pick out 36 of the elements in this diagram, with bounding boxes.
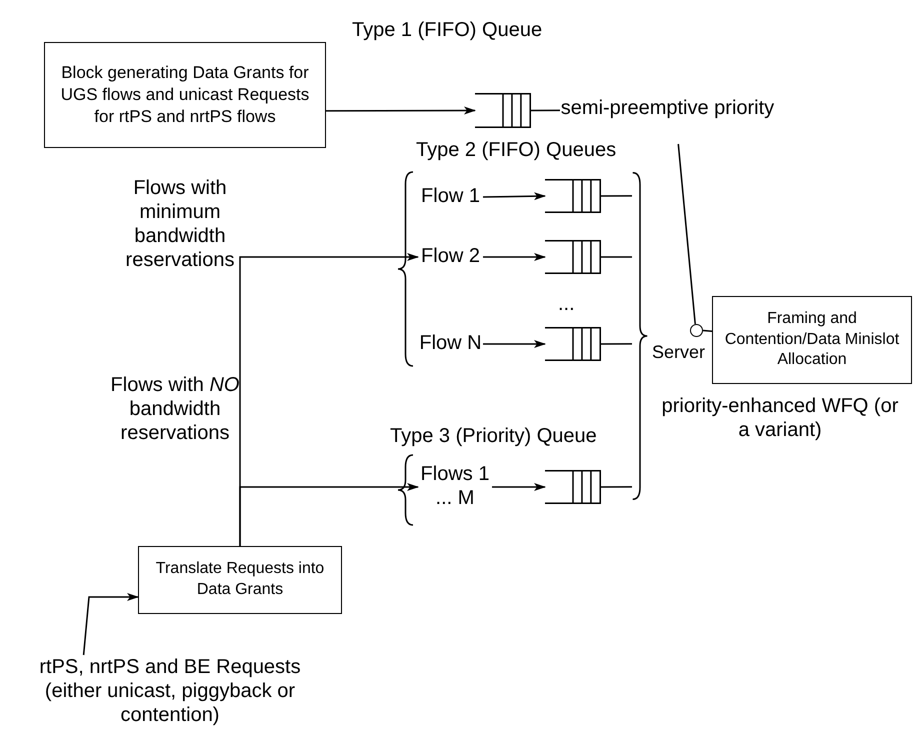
annotation-text: Flow 1: [418, 184, 483, 210]
arrow: [82, 593, 139, 656]
arrow: [483, 340, 546, 348]
queue-symbol: [545, 179, 601, 213]
queue-symbol: [545, 327, 601, 361]
connector-line: [601, 256, 632, 258]
arrow: [326, 106, 476, 115]
process-box: Block generating Data Grants for UGS flows and unicast Requests for rtPS and nrtPS flows: [44, 42, 326, 148]
connector-line: [601, 195, 632, 197]
annotation-text: Type 3 (Priority) Queue: [390, 424, 598, 448]
node-caption: Server: [652, 342, 706, 364]
annotation-text: Flow N: [418, 331, 483, 357]
annotation-text: rtPS, nrtPS and BE Requests (either unicast, piggyback or contention): [10, 655, 330, 740]
process-box: Translate Requests into Data Grants: [138, 546, 342, 614]
annotation-text: Flows 1 ... M: [418, 462, 492, 512]
arrow: [482, 192, 546, 200]
annotation-text: priority-enhanced WFQ (or a variant): [660, 394, 900, 442]
annotation-text: Flow 2: [418, 244, 483, 270]
queue-symbol: [475, 93, 531, 128]
process-box: Framing and Contention/Data Minislot Allocation: [712, 296, 912, 384]
queue-symbol: [545, 240, 601, 274]
connector-line: [678, 144, 696, 324]
ellipsis-text: ...: [558, 292, 576, 316]
connector-line: [702, 330, 712, 332]
queue-symbol: [545, 470, 601, 504]
arrow: [483, 253, 546, 261]
server-circle: [690, 324, 703, 337]
connector-line: [601, 343, 632, 345]
annotation-text: Type 1 (FIFO) Queue: [352, 18, 544, 42]
connector-line: [601, 486, 632, 488]
arrow: [239, 483, 419, 546]
curly-brace: [632, 172, 648, 500]
connector-line: [531, 110, 560, 112]
annotation-text: Flows with NO bandwidth reservations: [110, 373, 240, 445]
arrow: [492, 483, 546, 491]
annotation-text: Flows with minimum bandwidth reservations: [124, 176, 236, 272]
